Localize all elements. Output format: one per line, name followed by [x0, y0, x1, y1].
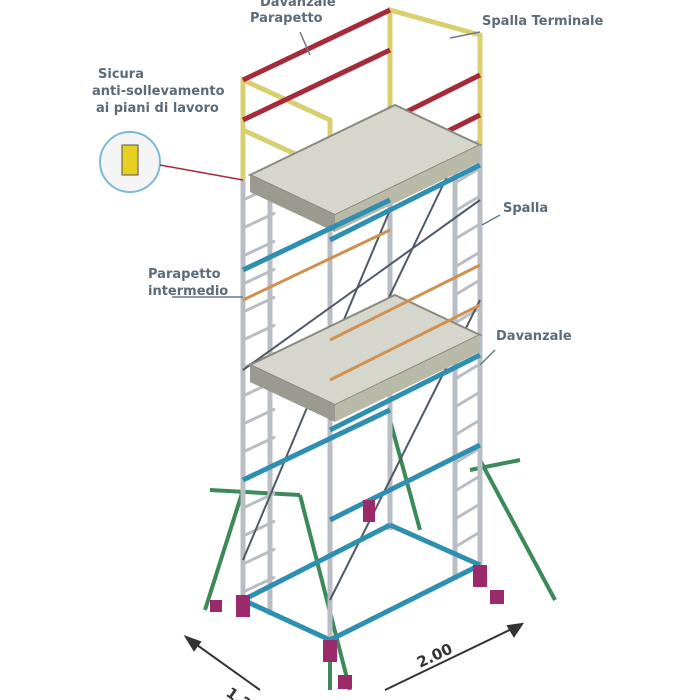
label-spalla: Spalla — [503, 201, 548, 216]
ladder-rung — [242, 407, 276, 426]
label-sicura-3: ai piani di lavoro — [96, 101, 219, 116]
dimension-lines — [183, 622, 525, 691]
label-sicura-1: Sicura — [98, 67, 144, 82]
ladder-rung — [242, 211, 276, 230]
blue-beams — [241, 162, 482, 643]
ladder-rung — [454, 474, 481, 493]
ladder-rung — [242, 295, 276, 314]
label-sicura-2: anti-sollevamento — [92, 84, 225, 99]
ladder-rung — [454, 418, 481, 437]
intermediate-guardrails — [242, 228, 481, 382]
ladder-rung — [454, 278, 481, 297]
ladder-rung — [454, 250, 481, 269]
ladder-rung — [242, 575, 276, 594]
ladder-rung — [242, 519, 276, 538]
label-spalla-terminale: Spalla Terminale — [482, 14, 604, 29]
ladder-rung — [454, 530, 481, 549]
outriggers — [203, 419, 557, 691]
ladder-rung — [242, 239, 276, 258]
leader-lines — [172, 31, 501, 366]
ladder-rung — [454, 502, 481, 521]
dimension-width: 1.20 — [223, 684, 264, 700]
ladder-rung — [454, 194, 481, 213]
ladder-rung — [242, 267, 276, 286]
label-davanzale: Davanzale — [496, 329, 572, 344]
label-parapetto-top: Parapetto — [250, 11, 323, 26]
label-davanzale-top: Davanzale — [260, 0, 336, 10]
anti-lift-detail-callout — [99, 131, 244, 193]
platforms — [247, 103, 483, 422]
ladder-rung — [454, 166, 481, 185]
base-jacks — [210, 500, 504, 689]
ladder-rung — [242, 323, 276, 342]
ladder-rung — [454, 390, 481, 409]
label-parapetto-intermedio-2: intermedio — [148, 284, 228, 299]
ladder-rung — [242, 547, 276, 566]
ladder-rung — [454, 362, 481, 381]
ladder-rung — [454, 222, 481, 241]
ladder-rung — [242, 435, 276, 454]
label-parapetto-intermedio-1: Parapetto — [148, 267, 221, 282]
ladder-rung — [454, 446, 481, 465]
